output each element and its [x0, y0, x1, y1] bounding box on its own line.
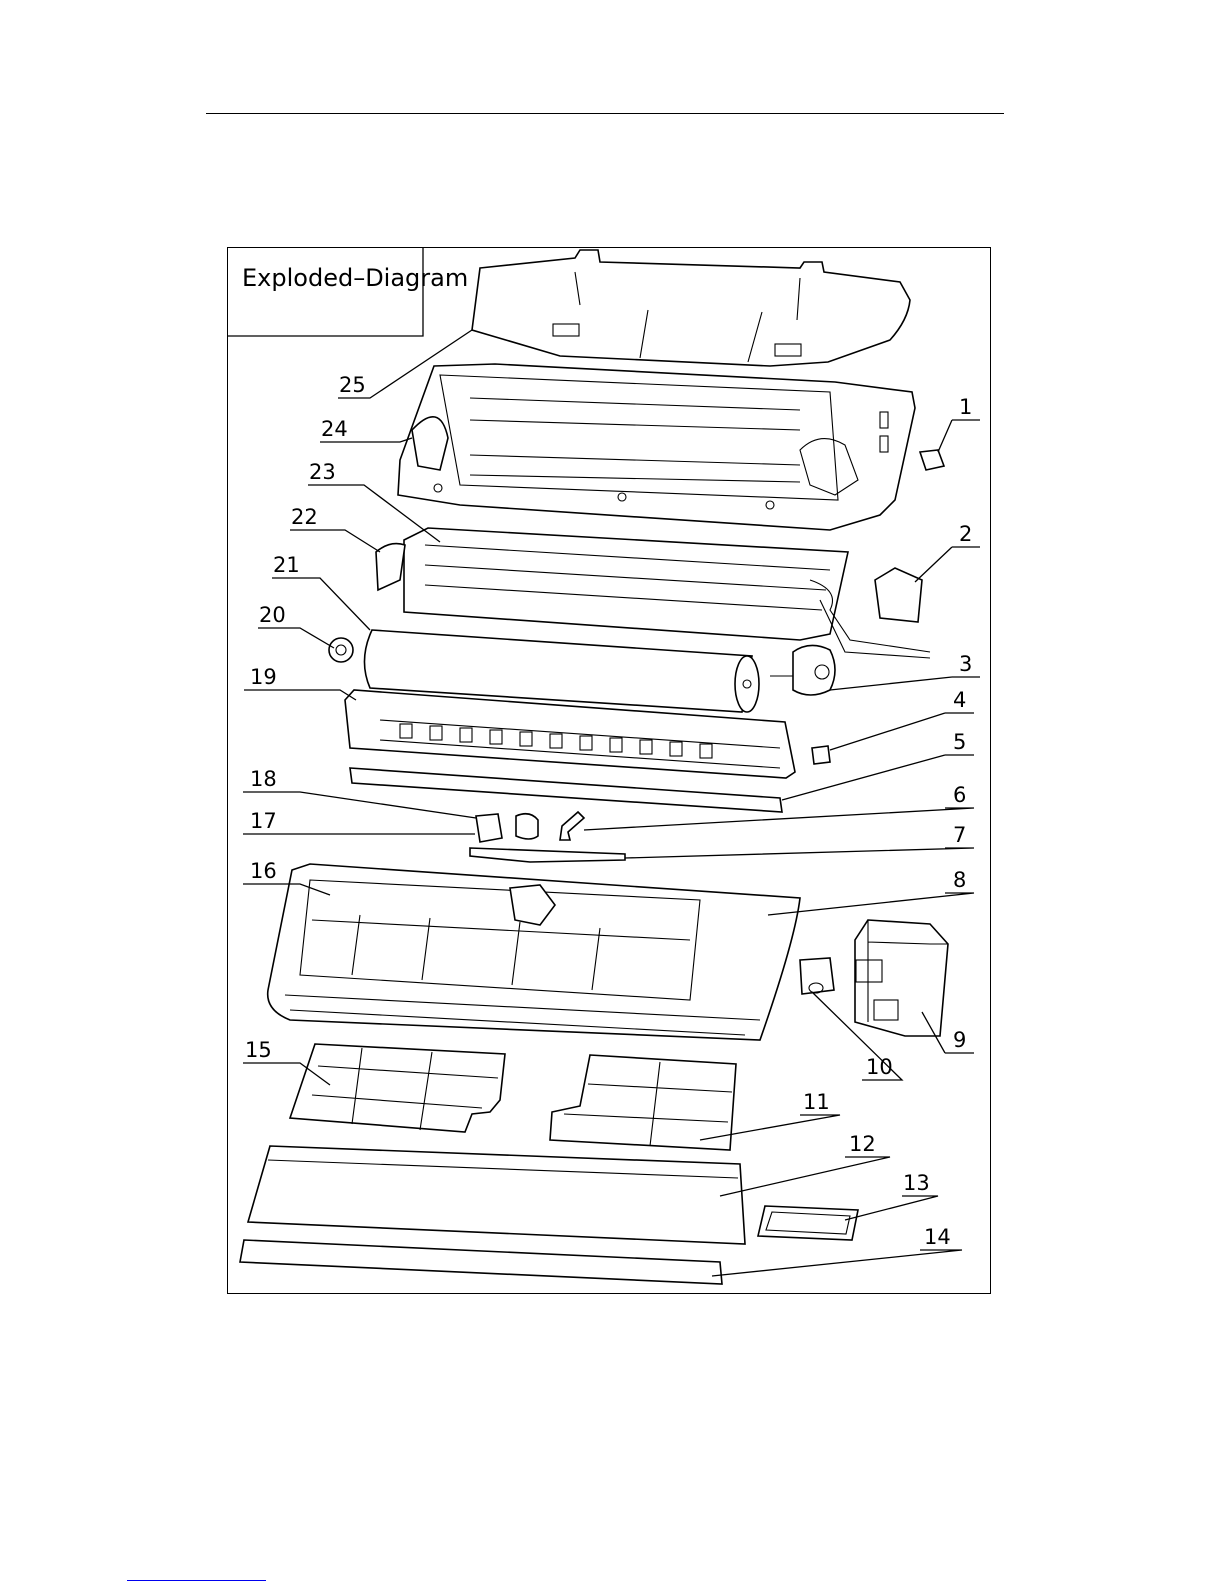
- callout-6: 6: [953, 783, 966, 807]
- part-25-mounting-plate: [472, 250, 910, 366]
- diagram-title-box: Exploded–Diagram: [228, 248, 468, 336]
- callout-19: 19: [250, 665, 277, 689]
- part-6-link: [560, 812, 584, 840]
- part-11-filter-right: [550, 1055, 736, 1150]
- callout-7: 7: [953, 823, 966, 847]
- part-3-fan-motor: [770, 645, 835, 695]
- callout-16: 16: [250, 859, 277, 883]
- callout-8: 8: [953, 868, 966, 892]
- callout-17: 17: [250, 809, 277, 833]
- callout-4: 4: [953, 688, 966, 712]
- callout-11: 11: [803, 1090, 830, 1114]
- callout-15: 15: [245, 1038, 272, 1062]
- bottom-link-underline[interactable]: [127, 1580, 266, 1581]
- part-15-filter-left: [290, 1044, 505, 1132]
- callout-2: 2: [959, 522, 972, 546]
- part-24-bearing-holder: [412, 417, 448, 470]
- part-9-electric-box: [855, 920, 948, 1036]
- callout-13: 13: [903, 1171, 930, 1195]
- callout-10: 10: [866, 1055, 893, 1079]
- callout-3: 3: [959, 652, 972, 676]
- callout-1: 1: [959, 395, 972, 419]
- part-14-bottom-strip: [240, 1240, 722, 1284]
- part-12-front-cover: [248, 1146, 745, 1244]
- callout-5: 5: [953, 730, 966, 754]
- callout-25: 25: [339, 373, 366, 397]
- callout-24: 24: [321, 417, 348, 441]
- callout-23: 23: [309, 460, 336, 484]
- callout-12: 12: [849, 1132, 876, 1156]
- callout-9: 9: [953, 1028, 966, 1052]
- part-2-step-motor: [875, 568, 922, 622]
- part-22-bracket: [376, 544, 405, 590]
- part-17-crank: [476, 814, 502, 842]
- callout-22: 22: [291, 505, 318, 529]
- part-13-display-window: [758, 1206, 858, 1240]
- part-8-front-panel: [268, 864, 800, 1040]
- part-1-clip: [920, 450, 944, 470]
- callout-20: 20: [259, 603, 286, 627]
- part-5-louver: [350, 768, 782, 812]
- part-4-swing-motor: [812, 746, 830, 764]
- part-chassis: [398, 364, 915, 530]
- diagram-title: Exploded–Diagram: [242, 264, 468, 292]
- part-18-motor: [516, 814, 538, 839]
- callout-18: 18: [250, 767, 277, 791]
- part-10-display-board: [800, 958, 834, 994]
- part-7-connecting-rod: [470, 848, 625, 862]
- callout-14: 14: [924, 1225, 951, 1249]
- part-20-bearing: [329, 638, 353, 662]
- callout-21: 21: [273, 553, 300, 577]
